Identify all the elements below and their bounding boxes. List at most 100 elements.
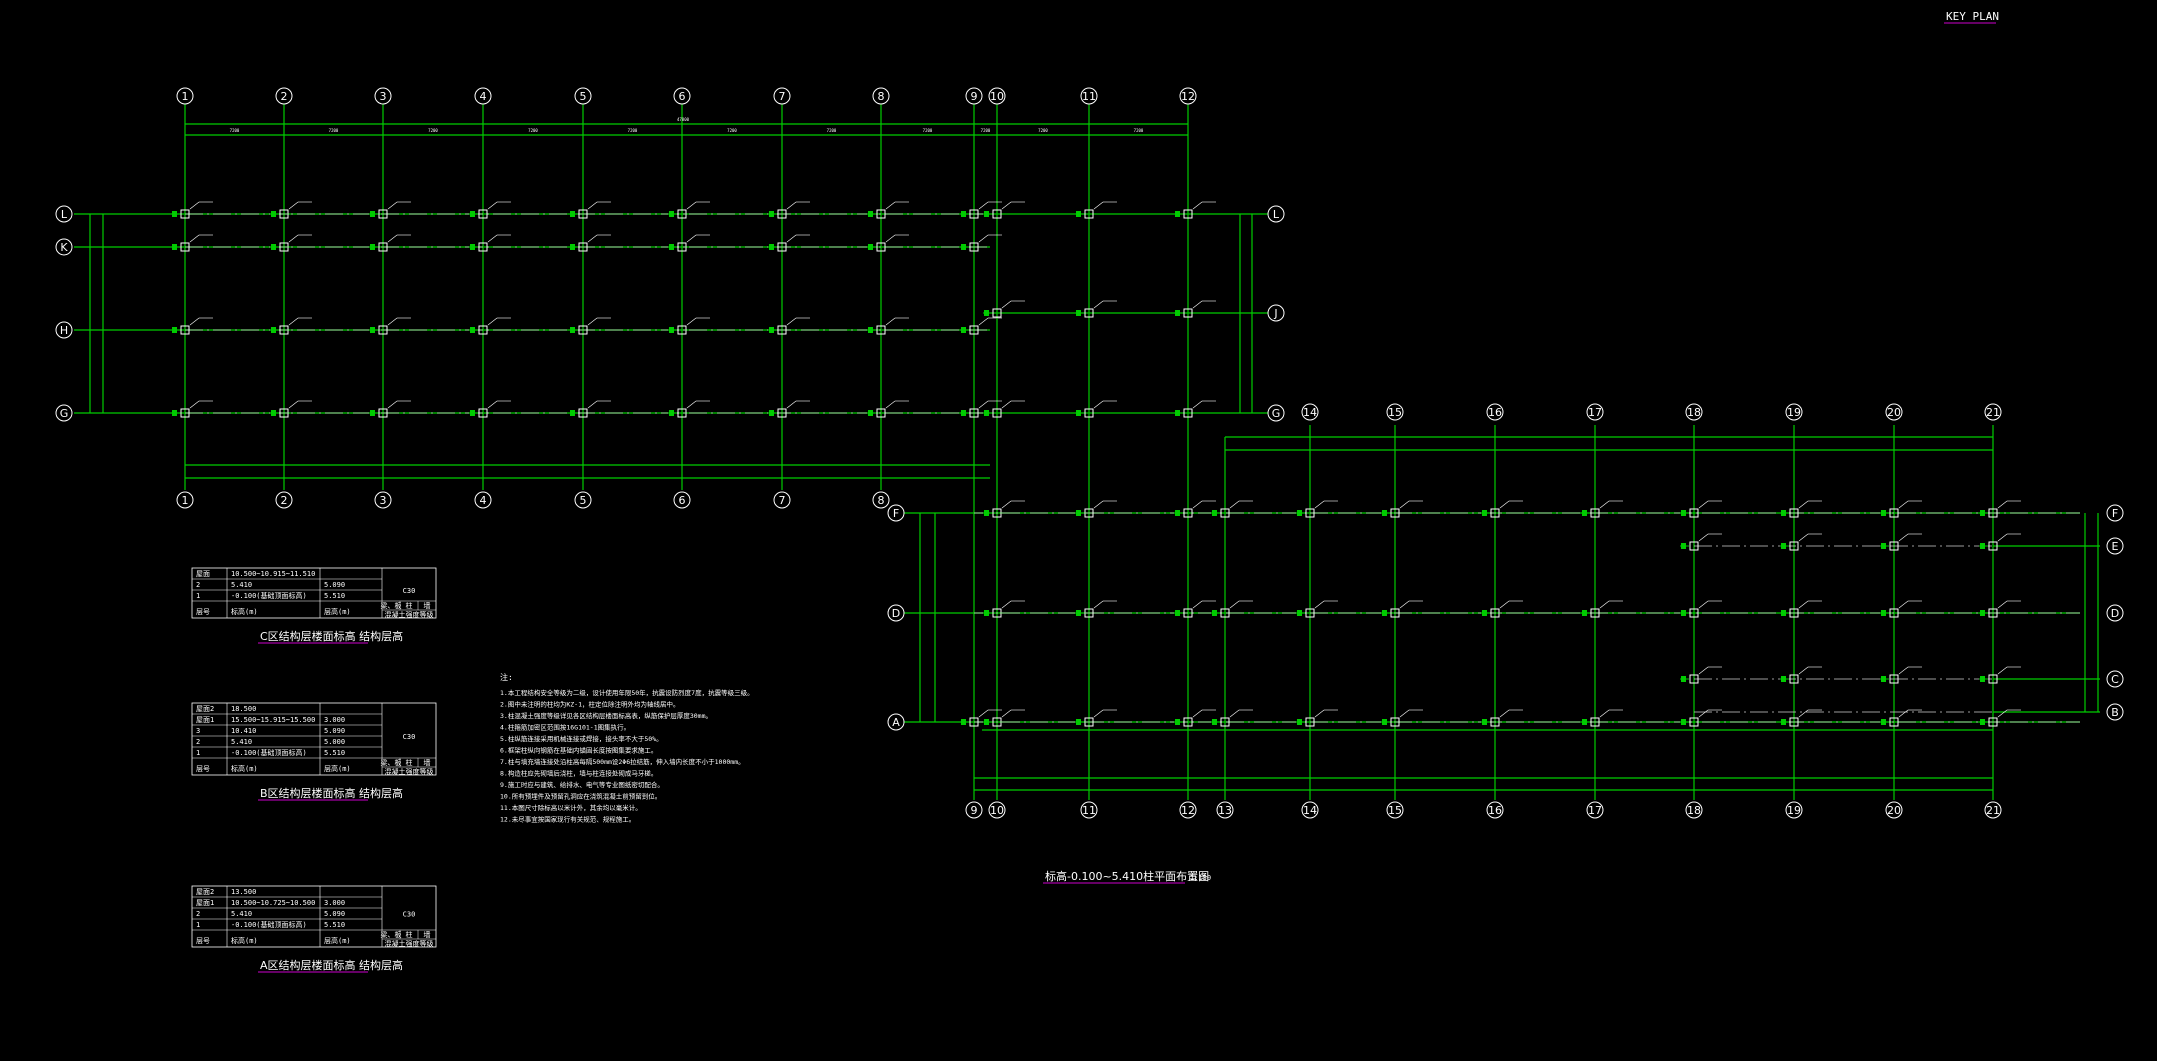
upper-right-axis-G-label: G [1272,407,1281,420]
col-1-L-leader [189,201,200,210]
table-cell: 10.410 [231,727,256,735]
col-3-G-mark [370,410,375,416]
notes-title: 注: [500,672,513,682]
col-14-A [1305,717,1315,727]
col-18-C-leader [1698,666,1709,675]
lower-bottom-axis-19-label: 19 [1787,804,1801,817]
col-10-A-leader [1001,709,1012,718]
col-4-K-leader [487,234,498,243]
col-10-A [992,717,1002,727]
col-13-A-leader [1229,709,1240,718]
table-cell: 5.090 [324,727,345,735]
note-line-7: 7.柱与填充墙连接处沿柱高每隔500mm设2Φ6拉结筋，伸入墙内长度不小于100… [500,757,745,766]
table-grade: C30 [403,587,416,595]
note-line-1: 1.本工程结构安全等级为二级，设计使用年限50年，抗震设防烈度7度，抗震等级三级… [500,688,754,697]
upper-dim-text-0: 7200 [230,128,240,133]
upper-top-axis-2-label: 2 [281,90,288,103]
col-6-K [677,242,687,252]
table-footer-cell: 梁、板 [381,601,402,610]
upper-right-axis-L-circle [1267,205,1285,223]
col-5-H-leader [587,317,598,326]
col-14-D-leader [1314,600,1325,609]
col-7-G-mark [769,410,774,416]
col-9-G-leader [978,400,989,409]
col-8-H-mark [868,327,873,333]
col-18-C-mark [1681,676,1686,682]
col-10-J-mark [984,310,989,316]
col-6-L-leader [686,201,697,210]
col-4-L-mark [470,211,475,217]
col-6-K-mark [669,244,674,250]
col-8-L-mark [868,211,873,217]
col-9-G [969,408,979,418]
col-13-F [1220,508,1230,518]
col-12-G-leader [1192,400,1203,409]
general-notes: 注: 1.本工程结构安全等级为二级，设计使用年限50年，抗震设防烈度7度，抗震等… [500,672,754,824]
table-cell: 层号 [196,765,210,773]
table-cell: 屋面1 [196,899,214,907]
col-18-D-mark [1681,610,1686,616]
col-19-F-mark [1781,510,1786,516]
col-11-L-leader [1093,201,1104,210]
col-11-J-mark [1076,310,1081,316]
col-8-K [876,242,886,252]
upper-top-axis-6-circle [673,87,691,105]
lower-top-axis-19-label: 19 [1787,406,1801,419]
col-8-H-leader [885,317,896,326]
note-line-12: 12.未尽事宜按国家现行有关规范、规程施工。 [500,815,635,824]
col-16-A-mark [1482,719,1487,725]
col-3-K-leader [387,234,398,243]
table-cell: 5.410 [231,738,252,746]
col-4-H-leader [487,317,498,326]
table-cell: 18.500 [231,705,256,713]
col-20-E-mark [1881,543,1886,549]
col-12-G [1183,408,1193,418]
upper-dim-text-8: 7200 [981,128,991,133]
col-18-C [1689,674,1699,684]
col-20-D-mark [1881,610,1886,616]
col-13-D-leader [1229,600,1240,609]
upper-right-axis-L-label: L [1273,208,1280,221]
col-7-H [777,325,787,335]
col-16-F-mark [1482,510,1487,516]
col-15-F-mark [1382,510,1387,516]
col-17-F-mark [1582,510,1587,516]
upper-top-axis-12-circle [1179,87,1197,105]
col-14-A-mark [1297,719,1302,725]
upper-bottom-axis-5-label: 5 [580,494,587,507]
upper-dim-text-9: 7200 [1038,128,1048,133]
table-footer-cell: 柱 [406,601,413,610]
lower-bottom-axis-13-circle [1216,801,1234,819]
table-grade: C30 [403,911,416,919]
col-19-C-mark [1781,676,1786,682]
col-4-G-leader [487,400,498,409]
col-3-G [378,408,388,418]
col-6-H-leader [686,317,697,326]
col-15-F-leader [1399,500,1410,509]
upper-top-axis-1-label: 1 [182,90,189,103]
table-cell: 屋面1 [196,716,214,724]
upper-left-axis-G-label: G [60,407,69,420]
col-12-J-mark [1175,310,1180,316]
table-cell: 5.410 [231,581,252,589]
upper-top-axis-4-label: 4 [480,90,487,103]
col-3-H [378,325,388,335]
col-10-G-leader [1001,400,1012,409]
table-cell: 层高(m) [324,936,351,945]
table-cell: 层高(m) [324,607,351,616]
col-10-G-mark [984,410,989,416]
upper-top-axis-12-label: 12 [1181,90,1195,103]
lower-left-axis-F-label: F [893,507,899,520]
table-footer-cell: 墙 [424,930,431,939]
table-footer-cell: 梁、板 [381,930,402,939]
lower-top-axis-21-label: 21 [1986,406,2000,419]
upper-left-axis-K-circle [55,238,73,256]
upper-dim-text-3: 7200 [528,128,538,133]
table-cell: 3.000 [324,899,345,907]
col-18-A-leader [1698,709,1709,718]
upper-top-axis-2-circle [275,87,293,105]
col-3-L-mark [370,211,375,217]
note-line-11: 11.本图尺寸除标高以米计外，其余均以毫米计。 [500,803,642,812]
col-6-G-mark [669,410,674,416]
